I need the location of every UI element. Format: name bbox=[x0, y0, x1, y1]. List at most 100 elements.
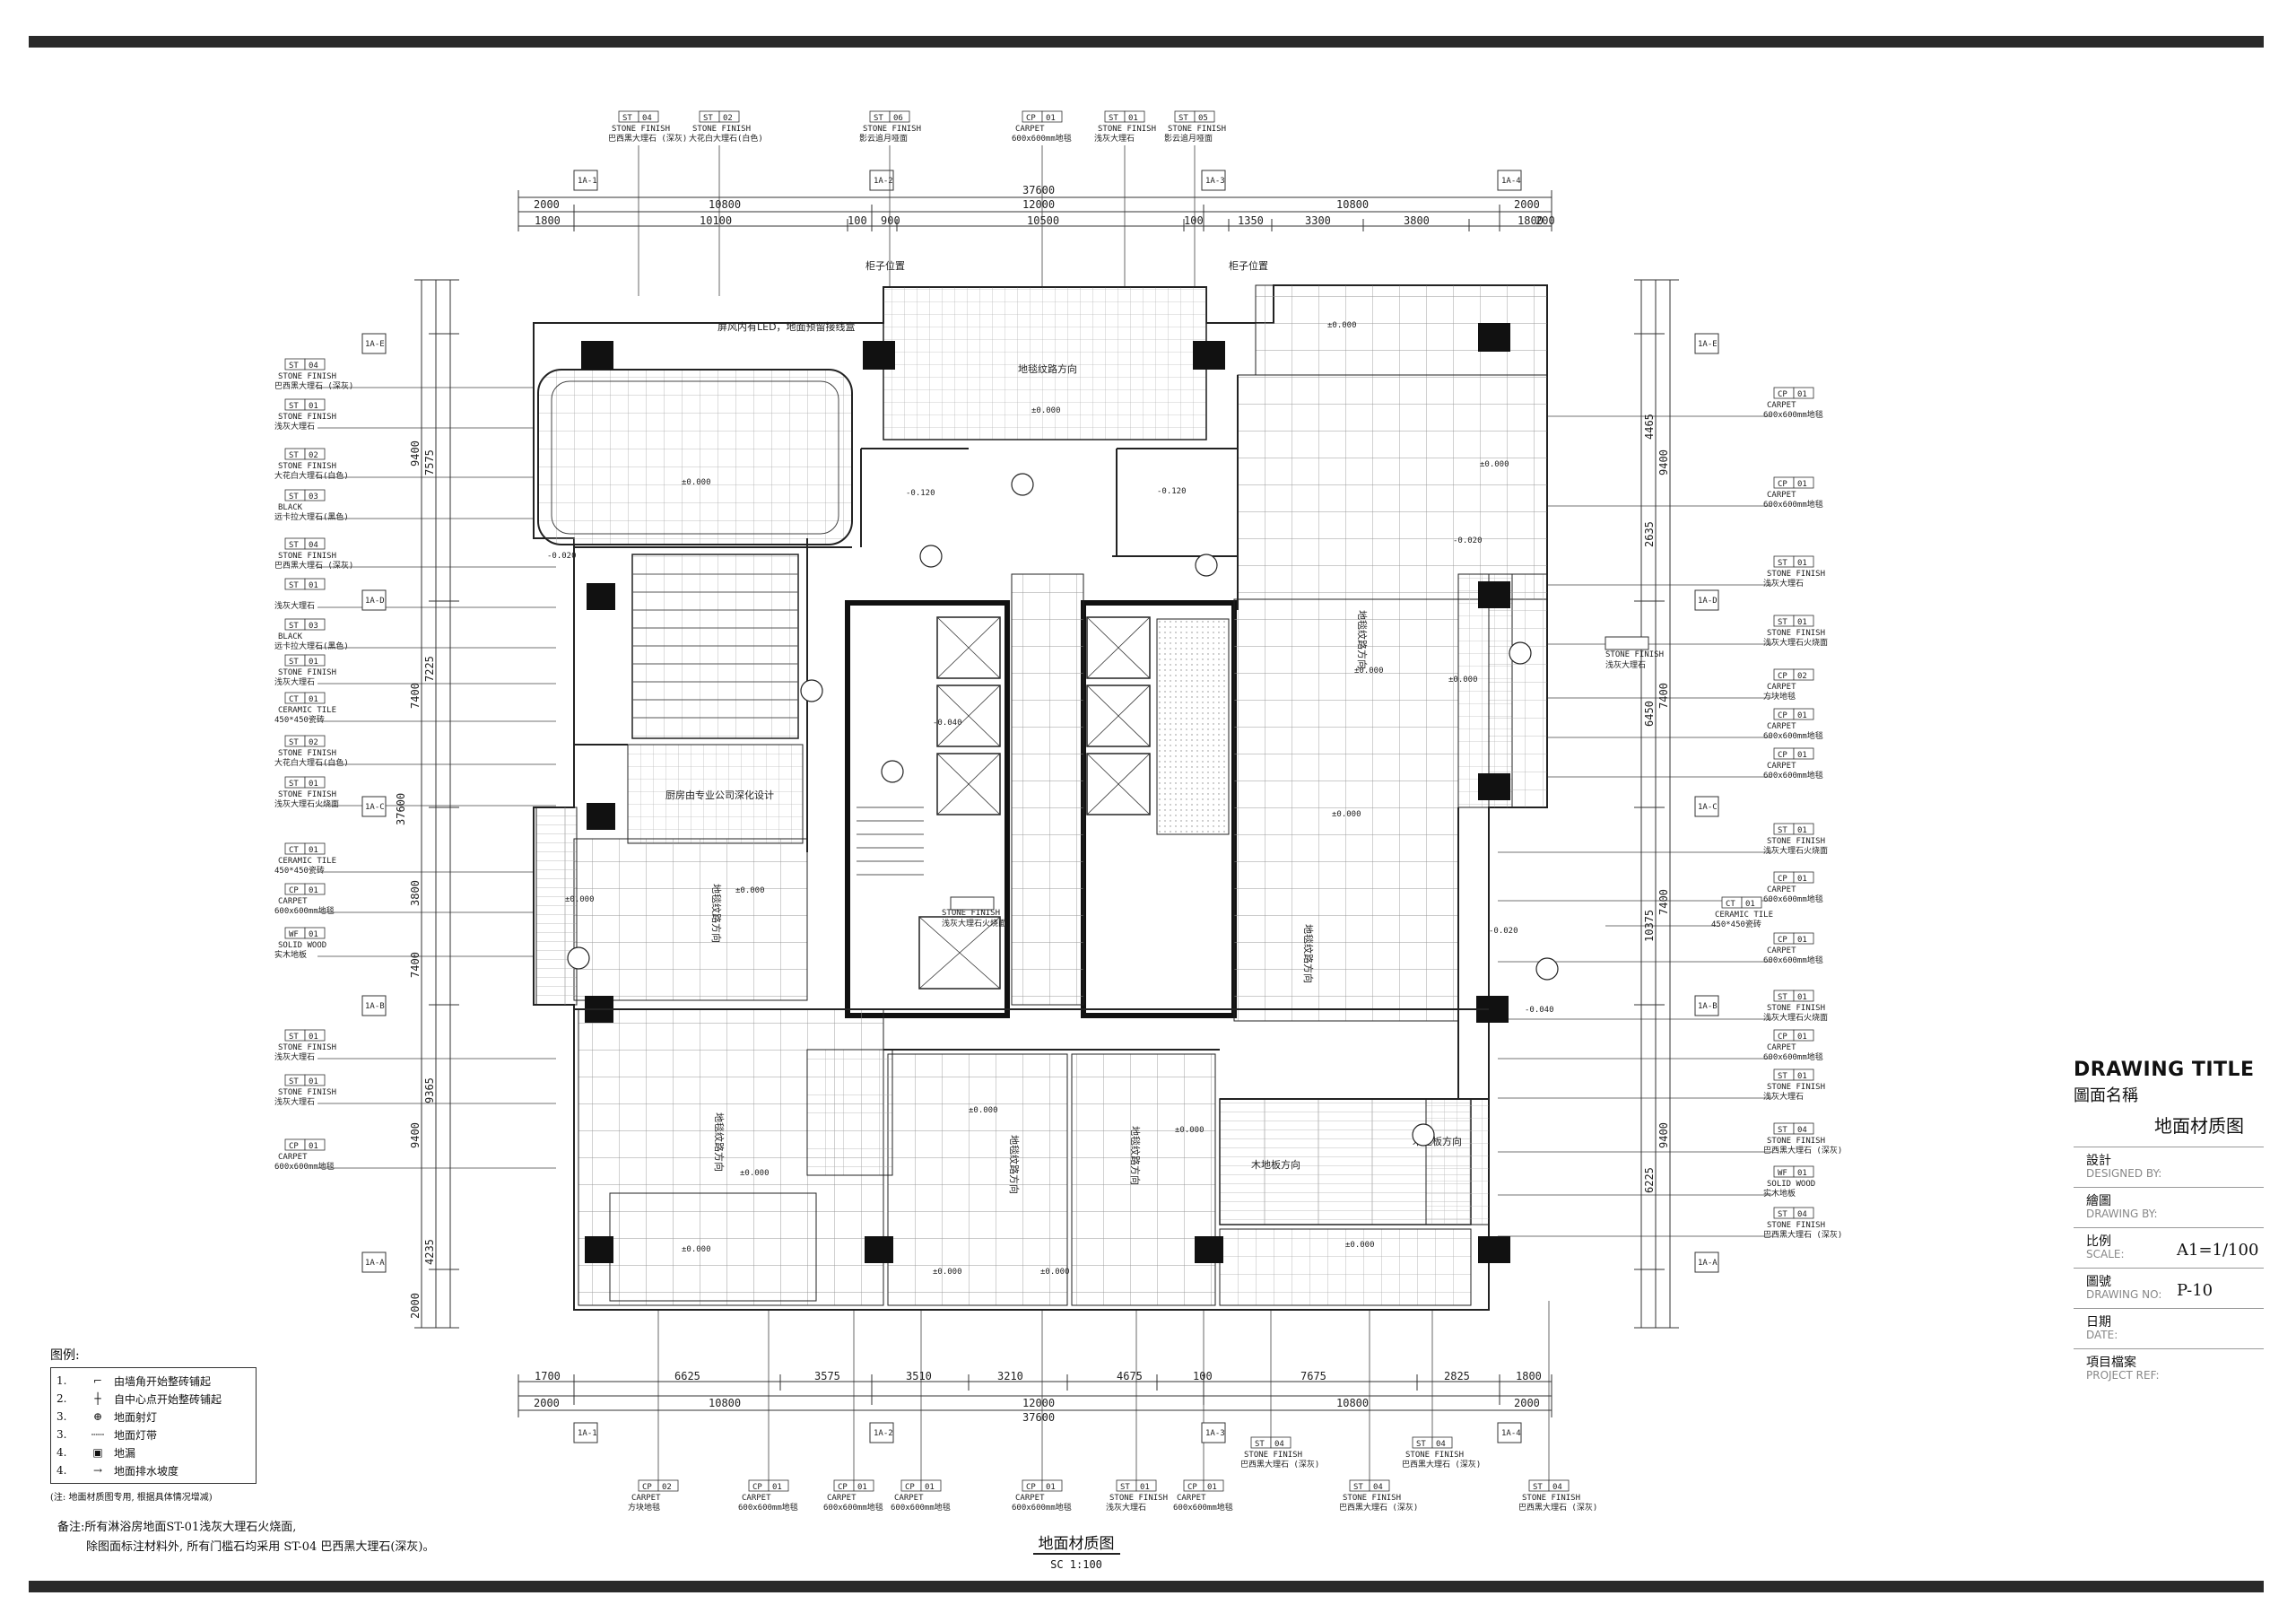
material-code: ST bbox=[289, 658, 299, 667]
level-12: ±0.000 bbox=[933, 1268, 962, 1277]
grid-top-2: 1A-2 bbox=[874, 177, 893, 186]
material-finish: CARPET bbox=[1767, 1043, 1796, 1052]
dim-right-6: 6450 bbox=[1643, 701, 1656, 727]
material-finish: STONE FINISH bbox=[1405, 1451, 1464, 1460]
carpet-dir-right2: 地毯纹路方向 bbox=[1302, 924, 1315, 983]
material-code: CP bbox=[1778, 1033, 1787, 1042]
material-number: 01 bbox=[1207, 1483, 1217, 1492]
dim-top-r3-7: 3300 bbox=[1305, 214, 1331, 227]
material-desc: 影云追月哑面 bbox=[1164, 133, 1213, 144]
material-number: 01 bbox=[1046, 114, 1056, 123]
right-tag-l2: 浅灰大理石 bbox=[1605, 659, 1646, 670]
drawing-no-value: P-10 bbox=[2177, 1281, 2213, 1300]
material-finish: STONE FINISH bbox=[278, 372, 336, 381]
dim-left-7: 7225 bbox=[423, 656, 436, 682]
grid-left-e: 1A-A bbox=[365, 1259, 385, 1268]
material-code: ST bbox=[1778, 993, 1787, 1002]
material-code: ST bbox=[289, 493, 299, 501]
material-number: 02 bbox=[1797, 672, 1807, 681]
material-code: ST bbox=[1778, 559, 1787, 568]
material-number: 01 bbox=[309, 930, 318, 939]
material-desc: 浅灰大理石火烧面 bbox=[274, 798, 339, 809]
wood-dir-1: 木地板方向 bbox=[1251, 1158, 1300, 1171]
grid-bot-4: 1A-4 bbox=[1501, 1429, 1521, 1438]
level-3: ±0.000 bbox=[1327, 321, 1357, 330]
material-number: 01 bbox=[309, 1033, 318, 1042]
dim-bot-r2-0: 2000 bbox=[534, 1397, 560, 1409]
grid-bot-2: 1A-2 bbox=[874, 1429, 893, 1438]
material-finish: STONE FINISH bbox=[1767, 1004, 1825, 1013]
dim-left-10: 2000 bbox=[409, 1293, 422, 1319]
material-code: ST bbox=[289, 738, 299, 747]
dim-left-6: 7575 bbox=[423, 449, 436, 475]
level-17: -0.020 bbox=[1489, 927, 1518, 936]
material-finish: STONE FINISH bbox=[1244, 1451, 1302, 1460]
drawing-name: 地面材质图 bbox=[2154, 1115, 2244, 1137]
material-desc: 巴西黑大理石 (深灰) bbox=[1763, 1229, 1842, 1240]
dim-top-r3-3: 900 bbox=[881, 214, 900, 227]
pillar-note-2: 柜子位置 bbox=[1229, 259, 1268, 272]
material-code: CP bbox=[1778, 875, 1787, 884]
dim-bot-r3-9: 1800 bbox=[1516, 1370, 1542, 1382]
drawing-no-row: 圖號 DRAWING NO: P-10 bbox=[2074, 1268, 2264, 1308]
drawing-caption: 地面材质图 SC 1:100 bbox=[987, 1530, 1166, 1571]
material-desc: 浅灰大理石火烧面 bbox=[1763, 845, 1828, 856]
dim-bot-r3-5: 4675 bbox=[1117, 1370, 1143, 1382]
level-13: ±0.000 bbox=[682, 1245, 711, 1254]
material-desc: 浅灰大理石火烧面 bbox=[1763, 1012, 1828, 1023]
scale-value: A1=1/100 bbox=[2177, 1241, 2259, 1260]
legend-row: 3. ┄┄ 地面灯带 bbox=[57, 1426, 250, 1443]
material-desc: 浅灰大理石 bbox=[274, 676, 315, 687]
date-row: 日期 DATE: bbox=[2074, 1308, 2264, 1348]
designed-by-row: 設計 DESIGNED BY: bbox=[2074, 1147, 2264, 1187]
material-finish: CARPET bbox=[894, 1494, 924, 1503]
material-desc: 600x600mm地毯 bbox=[274, 905, 335, 916]
material-finish: SOLID WOOD bbox=[278, 941, 326, 950]
dim-bot-overall: 37600 bbox=[1022, 1411, 1055, 1424]
dim-right-3: 9400 bbox=[1657, 1122, 1670, 1148]
material-code: ST bbox=[289, 780, 299, 789]
material-desc: 方块地毯 bbox=[628, 1502, 660, 1513]
material-finish: CARPET bbox=[1767, 762, 1796, 771]
material-number: 04 bbox=[1436, 1440, 1446, 1449]
level-16: ±0.000 bbox=[1345, 1241, 1375, 1250]
material-desc: 浅灰大理石 bbox=[1763, 1091, 1804, 1102]
material-desc: 巴西黑大理石 (深灰) bbox=[1763, 1145, 1842, 1155]
grid-left-b: 1A-D bbox=[365, 597, 385, 606]
material-number: 04 bbox=[1797, 1126, 1807, 1135]
material-finish: CARPET bbox=[1767, 401, 1796, 410]
material-desc: 浅灰大理石 bbox=[274, 1051, 315, 1062]
material-desc: 600x600mm地毯 bbox=[1763, 770, 1823, 780]
legend-label: 自中心点开始整砖铺起 bbox=[114, 1392, 222, 1406]
led-note-1: 屏风内有LED，地面预留接线盒 bbox=[718, 320, 856, 333]
material-number: 01 bbox=[309, 695, 318, 704]
level-6: ±0.000 bbox=[565, 895, 595, 904]
dim-right-7: 10375 bbox=[1643, 910, 1656, 942]
bottom-border-bar bbox=[29, 1581, 2264, 1592]
material-code: CP bbox=[289, 1142, 299, 1151]
material-number: 04 bbox=[1274, 1440, 1284, 1449]
material-code: ST bbox=[1178, 114, 1188, 123]
material-finish: STONE FINISH bbox=[1767, 837, 1825, 846]
material-finish: STONE FINISH bbox=[863, 125, 921, 134]
material-finish: STONE FINISH bbox=[278, 413, 336, 422]
floor-spotlight-icon: ⊕ bbox=[92, 1410, 103, 1423]
material-finish: CARPET bbox=[278, 897, 308, 906]
material-code: WF bbox=[1778, 1169, 1787, 1178]
material-code: CT bbox=[289, 695, 299, 704]
material-number: 04 bbox=[309, 541, 318, 550]
material-desc: 浅灰大理石 bbox=[274, 421, 315, 432]
grid-top-3: 1A-3 bbox=[1205, 177, 1225, 186]
material-finish: STONE FINISH bbox=[1767, 570, 1825, 579]
